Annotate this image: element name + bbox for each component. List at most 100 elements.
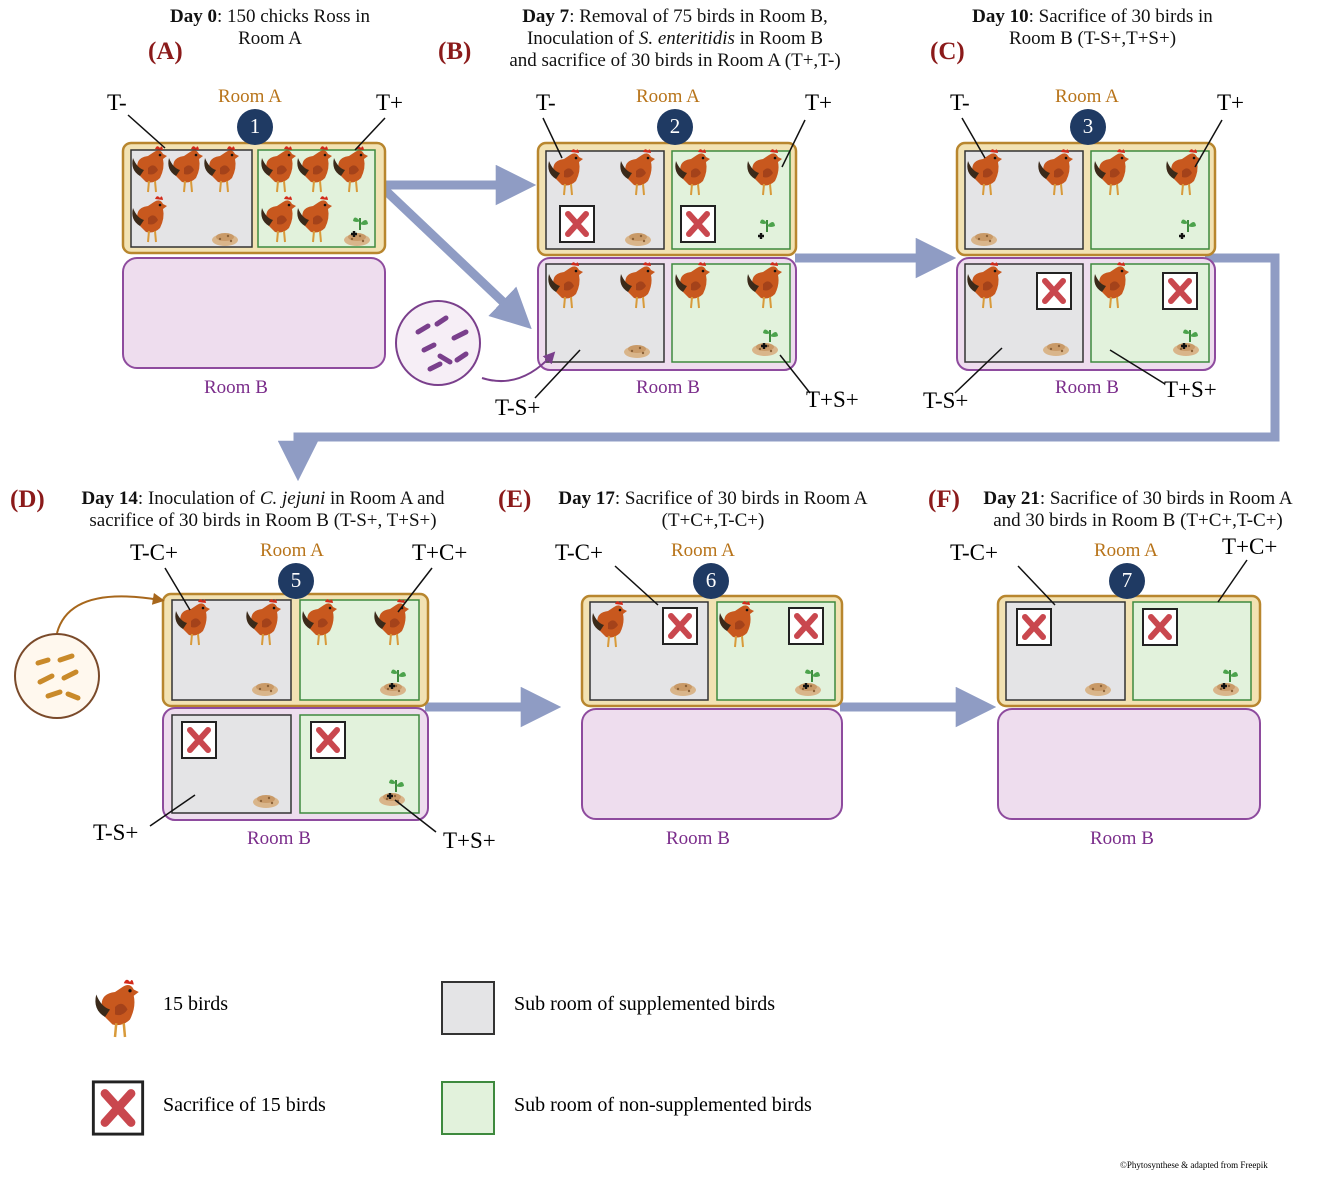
- group-label: T-C+: [555, 540, 603, 565]
- room-a-label: Room A: [671, 540, 735, 561]
- leader-line: [534, 349, 581, 399]
- panel-d-label: (D): [10, 486, 45, 513]
- salmonella-bacteria-icon: [395, 300, 481, 386]
- room-a-label: Room A: [1094, 540, 1158, 561]
- panel-a-rooms: [121, 109, 387, 369]
- panel-d-title: Day 14: Inoculation of C. jejuni in Room…: [81, 488, 445, 531]
- leader-line: [149, 794, 196, 827]
- legend-green-swatch: [441, 1081, 495, 1135]
- sacrifice-cross-icon: [1037, 273, 1071, 309]
- panel-d-rooms: [14, 563, 437, 833]
- sacrifice-cross-icon: [663, 608, 697, 644]
- leader-line: [1194, 119, 1223, 168]
- room-b-box: [122, 257, 386, 369]
- leader-line: [961, 117, 986, 159]
- sacrifice-cross-icon: [560, 206, 594, 242]
- leader-line: [614, 565, 659, 606]
- room-b-label: Room B: [636, 377, 700, 398]
- panel-e-label: (E): [498, 486, 532, 513]
- group-label: T-S+: [495, 395, 541, 420]
- legend-green-room-label: Sub room of non-supplemented birds: [514, 1094, 812, 1116]
- panel-c-rooms: [954, 109, 1223, 394]
- panel-c-label: (C): [930, 38, 965, 65]
- room-a-label: Room A: [636, 86, 700, 107]
- step-badge-number: 3: [1082, 114, 1094, 138]
- group-label: T+S+: [806, 387, 859, 412]
- bacteria-rods: [415, 315, 469, 372]
- panel-b-label: (B): [438, 38, 472, 65]
- group-label: T-S+: [93, 820, 139, 845]
- group-label: T-C+: [130, 540, 178, 565]
- step-badge-number: 5: [290, 568, 302, 592]
- panel-f-label: (F): [928, 486, 960, 513]
- leader-line: [781, 119, 806, 168]
- room-a-label: Room A: [1055, 86, 1119, 107]
- panel-e-title: Day 17: Sacrifice of 30 birds in Room A(…: [558, 488, 868, 531]
- leader-line: [542, 117, 563, 159]
- group-label: T+C+: [412, 540, 468, 565]
- step-badge: [278, 563, 314, 599]
- sacrifice-cross-icon: [681, 206, 715, 242]
- sacrifice-cross-icon: [1163, 273, 1197, 309]
- group-label: T+C+: [1222, 534, 1278, 559]
- legend-grey-swatch: [441, 981, 495, 1035]
- legend-sacrifice-label: Sacrifice of 15 birds: [163, 1094, 326, 1116]
- group-label: T-: [536, 90, 556, 115]
- room-b-label: Room B: [666, 828, 730, 849]
- green-subroom: [1132, 601, 1252, 701]
- arrow-c-to-d: [277, 253, 1280, 482]
- legend-cross-icon: [93, 1082, 142, 1134]
- sacrifice-cross-icon: [1143, 609, 1177, 645]
- panel-b-title: Day 7: Removal of 75 birds in Room B,Ino…: [509, 6, 841, 71]
- leader-line: [127, 114, 166, 149]
- step-badge: [237, 109, 273, 145]
- step-badge: [1070, 109, 1106, 145]
- room-a-label: Room A: [260, 540, 324, 561]
- legend-bird-label: 15 birds: [163, 993, 228, 1015]
- credit-text: ©Phytosynthese & adapted from Freepik: [1120, 1160, 1268, 1170]
- sacrifice-cross-icon: [311, 722, 345, 758]
- group-label: T-C+: [950, 540, 998, 565]
- step-badge-number: 2: [669, 114, 681, 138]
- panel-f-rooms: [996, 559, 1262, 820]
- panel-e-rooms: [580, 563, 844, 820]
- legend-graphics: [93, 978, 495, 1135]
- group-label: T+: [805, 90, 833, 115]
- room-b-label: Room B: [1090, 828, 1154, 849]
- leader-line: [1017, 565, 1056, 606]
- leader-line: [779, 354, 811, 394]
- bacteria-rods: [35, 653, 81, 701]
- group-label: T-: [950, 90, 970, 115]
- step-badge-number: 1: [249, 114, 261, 138]
- group-label: T+: [1217, 90, 1245, 115]
- sacrifice-cross-icon: [1017, 609, 1051, 645]
- step-badge: [657, 109, 693, 145]
- sacrifice-cross-icon: [789, 608, 823, 644]
- leader-line: [354, 117, 386, 151]
- group-label: T+S+: [443, 828, 496, 853]
- leader-line: [397, 567, 433, 613]
- step-badge-number: 7: [1121, 568, 1133, 592]
- legend-grey-room-label: Sub room of supplemented birds: [514, 993, 776, 1015]
- inoculation-arrow: [56, 592, 165, 634]
- room-b-label: Room B: [204, 377, 268, 398]
- room-b-box: [997, 708, 1261, 820]
- sacrifice-cross-icon: [182, 722, 216, 758]
- group-label: T-: [107, 90, 127, 115]
- room-b-label: Room B: [247, 828, 311, 849]
- group-label: T+: [376, 90, 404, 115]
- room-b-box: [581, 708, 843, 820]
- arrow-a-to-b-room-b: [381, 186, 532, 330]
- flow-arrows: [277, 164, 1280, 728]
- panel-b-rooms: [395, 109, 811, 399]
- group-label: T-S+: [923, 388, 969, 413]
- leader-line: [1109, 349, 1166, 385]
- leader-line: [1217, 559, 1248, 603]
- leader-line: [164, 567, 191, 611]
- room-a-label: Room A: [218, 86, 282, 107]
